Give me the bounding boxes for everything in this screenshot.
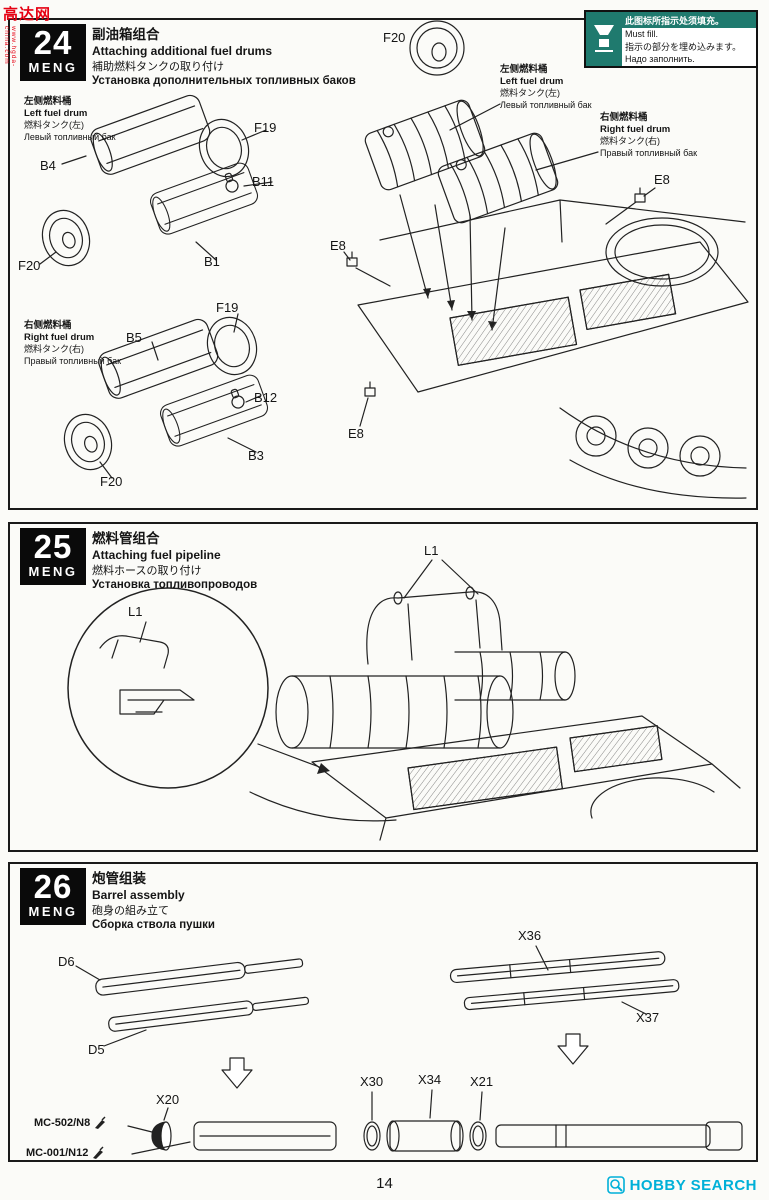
step26-title-ru: Сборка ствола пушки bbox=[92, 919, 215, 932]
left-drum-zh: 左侧燃料桶 bbox=[24, 96, 72, 107]
step26-panel bbox=[8, 862, 758, 1162]
left-drum-ru: Левый топливный бак bbox=[500, 99, 592, 110]
paint-callout-mc001: MC-001/N12 bbox=[26, 1146, 105, 1159]
page-number: 14 bbox=[376, 1175, 393, 1192]
step26-illustration bbox=[75, 945, 743, 1155]
hobby-search-text: HOBBY SEARCH bbox=[629, 1176, 757, 1194]
part-label-f20: F20 bbox=[100, 474, 123, 489]
part-label-f19: F19 bbox=[254, 120, 277, 135]
left-drum-nameblock-main: 左侧燃料桶 Left fuel drum 燃料タンク(左) Левый топл… bbox=[500, 64, 592, 111]
funnel-icon bbox=[594, 25, 614, 52]
part-label-f20: F20 bbox=[18, 258, 41, 273]
paint-code: MC-502/N8 bbox=[34, 1116, 91, 1129]
step26-title-en: Barrel assembly bbox=[92, 887, 185, 902]
meng-logo: MENG bbox=[28, 904, 78, 919]
part-label-x34: X34 bbox=[418, 1072, 442, 1087]
must-fill-text: 此图标所指示处须填充。 Must fill. 指示の部分を埋め込みます。 Над… bbox=[622, 12, 756, 66]
right-drum-en: Right fuel drum bbox=[24, 332, 95, 344]
right-drum-en: Right fuel drum bbox=[600, 124, 671, 136]
step26-number: 26 bbox=[33, 868, 73, 905]
right-drum-zh: 右侧燃料桶 bbox=[600, 112, 648, 123]
part-label-x20: X20 bbox=[156, 1092, 180, 1107]
must-fill-note: 此图标所指示处须填充。 Must fill. 指示の部分を埋め込みます。 Над… bbox=[584, 10, 758, 68]
part-label-e8: E8 bbox=[330, 238, 346, 253]
step25-title-ja: 燃料ホースの取り付け bbox=[92, 564, 202, 577]
step24-panel bbox=[8, 18, 758, 510]
step25-title-ru: Установка топливопроводов bbox=[92, 579, 258, 592]
part-label-b4: B4 bbox=[40, 158, 56, 173]
step24-title-en: Attaching additional fuel drums bbox=[92, 43, 273, 58]
paint-callout-mc502: MC-502/N8 bbox=[34, 1116, 107, 1129]
step24-number: 24 bbox=[33, 24, 73, 61]
watermark: 高达网 www.hgda-china.com bbox=[3, 3, 51, 100]
right-drum-ru: Правый топливный бак bbox=[24, 355, 122, 366]
right-drum-ru: Правый топливный бак bbox=[600, 147, 698, 158]
part-label-e8: E8 bbox=[348, 426, 364, 441]
step24-title: 副油箱组合 Attaching additional fuel drums 補助… bbox=[92, 26, 356, 89]
part-label-l1: L1 bbox=[128, 604, 143, 619]
right-drum-zh: 右侧燃料桶 bbox=[24, 320, 72, 331]
part-label-b1: B1 bbox=[204, 254, 220, 269]
step25-title: 燃料管组合 Attaching fuel pipeline 燃料ホースの取り付け… bbox=[92, 530, 257, 593]
paintbrush-icon bbox=[93, 1146, 104, 1159]
left-drum-nameblock: 左侧燃料桶 Left fuel drum 燃料タンク(左) Левый топл… bbox=[24, 96, 116, 143]
left-drum-en: Left fuel drum bbox=[24, 108, 88, 120]
watermark-title: 高达网 bbox=[3, 6, 52, 23]
meng-logo: MENG bbox=[28, 564, 78, 579]
magnifier-icon bbox=[606, 1176, 625, 1194]
part-label-b3: B3 bbox=[248, 448, 264, 463]
left-drum-ja: 燃料タンク(左) bbox=[24, 120, 84, 131]
left-drum-en: Left fuel drum bbox=[500, 76, 564, 88]
step26-title: 炮管组装 Barrel assembly 砲身の組み立て Сборка ство… bbox=[92, 870, 215, 933]
part-label-f20-top: F20 bbox=[383, 30, 406, 45]
part-label-d6: D6 bbox=[58, 954, 75, 969]
right-drum-ja: 燃料タンク(右) bbox=[600, 136, 660, 147]
note-ja: 指示の部分を埋め込みます。 bbox=[625, 42, 742, 52]
note-en: Must fill. bbox=[625, 29, 659, 39]
left-drum-ja: 燃料タンク(左) bbox=[500, 88, 560, 99]
step25-illustration bbox=[67, 559, 741, 841]
step24-title-ja: 補助燃料タンクの取り付け bbox=[92, 60, 224, 73]
right-drum-nameblock-main: 右侧燃料桶 Right fuel drum 燃料タンク(右) Правый то… bbox=[600, 112, 697, 159]
step25-badge: 25 MENG bbox=[20, 528, 86, 585]
paint-code: MC-001/N12 bbox=[26, 1146, 89, 1159]
part-label-e8: E8 bbox=[654, 172, 670, 187]
hobby-search-logo: HOBBY SEARCH bbox=[606, 1176, 757, 1194]
right-drum-ja: 燃料タンク(右) bbox=[24, 344, 84, 355]
part-label-b12: B12 bbox=[254, 390, 278, 405]
must-fill-icon bbox=[586, 12, 622, 66]
step24-title-ru: Установка дополнительных топливных баков bbox=[92, 75, 356, 88]
step24-badge: 24 MENG bbox=[20, 24, 86, 81]
part-label-x36: X36 bbox=[518, 928, 542, 943]
step25-panel bbox=[8, 522, 758, 852]
part-label-l1: L1 bbox=[424, 543, 439, 558]
meng-logo: MENG bbox=[28, 60, 78, 75]
paintbrush-icon bbox=[95, 1116, 106, 1129]
part-label-f19: F19 bbox=[216, 300, 239, 315]
watermark-url: www.hgda-china.com bbox=[3, 26, 17, 68]
note-zh: 此图标所指示处须填充。 bbox=[622, 12, 756, 28]
part-label-x37: X37 bbox=[636, 1010, 660, 1025]
step25-title-en: Attaching fuel pipeline bbox=[92, 547, 221, 562]
step24-illustration bbox=[34, 20, 749, 499]
step24-title-zh: 副油箱组合 bbox=[92, 27, 160, 42]
step26-title-ja: 砲身の組み立て bbox=[92, 904, 169, 917]
note-ru: Надо заполнить. bbox=[625, 54, 695, 64]
step25-title-zh: 燃料管组合 bbox=[92, 531, 160, 546]
left-drum-ru: Левый топливный бак bbox=[24, 131, 116, 142]
part-label-b5: B5 bbox=[126, 330, 142, 345]
step26-badge: 26 MENG bbox=[20, 868, 86, 925]
part-label-d5: D5 bbox=[88, 1042, 105, 1057]
step25-number: 25 bbox=[33, 528, 73, 565]
part-label-b11: B11 bbox=[252, 174, 275, 189]
right-drum-nameblock: 右侧燃料桶 Right fuel drum 燃料タンク(右) Правый то… bbox=[24, 320, 121, 367]
left-drum-zh: 左侧燃料桶 bbox=[500, 64, 548, 75]
part-label-x30: X30 bbox=[360, 1074, 384, 1089]
part-label-x21: X21 bbox=[470, 1074, 494, 1089]
step26-title-zh: 炮管组装 bbox=[92, 871, 146, 886]
